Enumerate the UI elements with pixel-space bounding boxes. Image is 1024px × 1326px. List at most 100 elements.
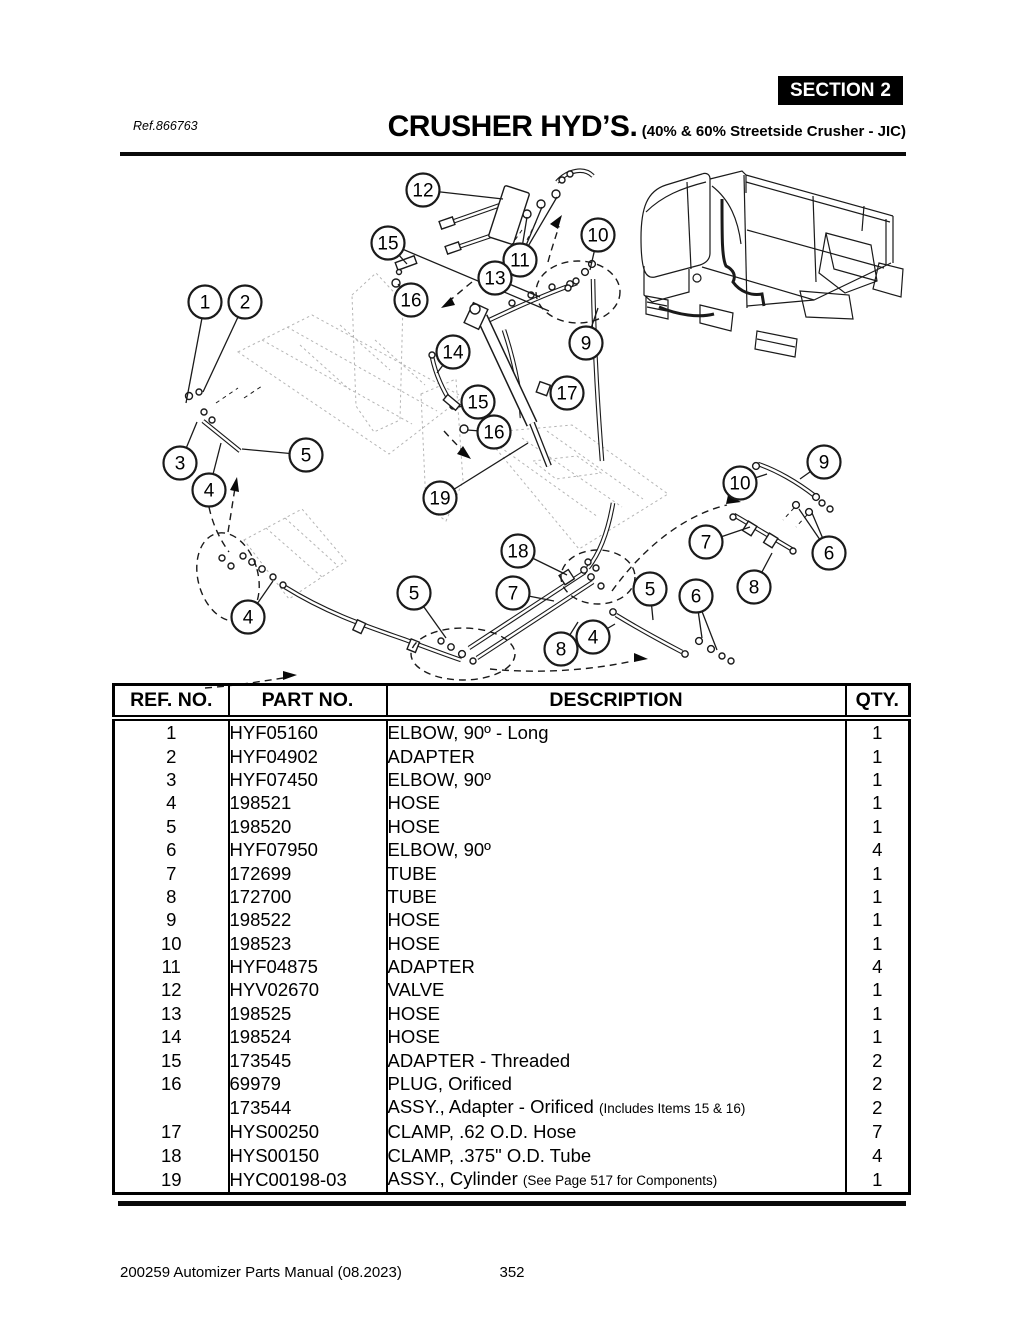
- description-cell: TUBE: [385, 861, 847, 885]
- part-no-cell: HYV02670: [227, 978, 388, 1002]
- svg-text:3: 3: [175, 454, 186, 475]
- svg-text:19: 19: [429, 489, 450, 510]
- callout-4: 4: [230, 580, 274, 635]
- part-no-cell: HYF07950: [227, 837, 388, 862]
- col-header-desc: DESCRIPTION: [385, 684, 847, 721]
- dashed-group-ellipses: [196, 260, 636, 681]
- description-cell: HOSE: [385, 931, 847, 955]
- ref-no-cell: 15: [112, 1048, 230, 1072]
- truck-illustration: [640, 170, 904, 358]
- page-title: CRUSHER HYD’S.: [387, 110, 638, 143]
- ref-no-cell: 8: [112, 884, 230, 909]
- qty-cell: 1: [844, 1025, 911, 1049]
- header-rule: [120, 152, 906, 156]
- callout-16: 16: [393, 282, 429, 318]
- ref-no-cell: 12: [112, 978, 230, 1002]
- callout-13: 13: [477, 260, 541, 298]
- svg-text:1: 1: [200, 293, 211, 314]
- ref-no-cell: 5: [112, 814, 230, 838]
- ref-no-cell: [112, 1095, 230, 1121]
- svg-text:11: 11: [510, 251, 530, 272]
- valve-body: [488, 185, 530, 245]
- description-cell: ELBOW, 90º - Long: [385, 718, 847, 745]
- ref-no-cell: 11: [112, 954, 230, 979]
- part-no-cell: HYC00198-03: [227, 1167, 388, 1194]
- callout-7: 7: [688, 524, 751, 560]
- description-cell: CLAMP, .375" O.D. Tube: [385, 1143, 847, 1168]
- callout-12: 12: [405, 172, 504, 208]
- callout-15: 15: [458, 384, 496, 420]
- qty-cell: 1: [844, 791, 911, 815]
- description-note: (See Page 517 for Components): [522, 1173, 718, 1189]
- part-no-cell: HYS00250: [227, 1120, 388, 1144]
- svg-text:7: 7: [701, 533, 712, 554]
- qty-cell: 4: [844, 837, 911, 862]
- ref-no-cell: 13: [112, 1001, 230, 1026]
- svg-text:9: 9: [581, 334, 592, 355]
- callout-16: 16: [466, 414, 512, 450]
- col-header-part: PART NO.: [227, 684, 388, 721]
- section-number: 2: [880, 79, 891, 101]
- callout-6: 6: [798, 508, 847, 571]
- qty-cell: 2: [844, 1048, 911, 1072]
- footer-manual-info: 200259 Automizer Parts Manual (08.2023): [120, 1264, 402, 1281]
- ref-no-cell: 19: [112, 1167, 230, 1194]
- ref-no-cell: 3: [112, 767, 230, 792]
- ref-no-cell: 6: [112, 837, 230, 862]
- ref-no-cell: 2: [112, 744, 230, 768]
- qty-cell: 1: [844, 767, 911, 792]
- part-no-cell: 198524: [227, 1025, 388, 1049]
- description-cell: HOSE: [385, 1001, 847, 1026]
- callout-5: 5: [241, 437, 324, 473]
- svg-text:16: 16: [483, 423, 504, 444]
- part-no-cell: 173544: [227, 1095, 388, 1121]
- ref-no-cell: 18: [112, 1143, 230, 1168]
- part-no-cell: 69979: [227, 1071, 388, 1096]
- ref-no-cell: 4: [112, 791, 230, 815]
- svg-text:18: 18: [507, 542, 528, 563]
- qty-cell: 2: [844, 1095, 911, 1121]
- part-no-cell: HYS00150: [227, 1143, 388, 1168]
- svg-text:12: 12: [412, 181, 433, 202]
- qty-cell: 1: [844, 884, 911, 909]
- description-cell: HOSE: [385, 791, 847, 815]
- svg-text:16: 16: [400, 291, 421, 312]
- description-note: (Includes Items 15 & 16): [599, 1101, 746, 1117]
- qty-cell: 7: [844, 1120, 911, 1144]
- description-cell: CLAMP, .62 O.D. Hose: [385, 1120, 847, 1144]
- callout-17: 17: [549, 375, 585, 411]
- qty-cell: 1: [844, 861, 911, 885]
- ref-no-cell: 16: [112, 1071, 230, 1096]
- description-cell: ADAPTER: [385, 954, 847, 979]
- callout-10: 10: [580, 217, 616, 271]
- part-no-cell: 172700: [227, 884, 388, 909]
- callout-5: 5: [396, 575, 447, 639]
- callout-9: 9: [568, 307, 604, 361]
- description-cell: VALVE: [385, 978, 847, 1002]
- qty-cell: 4: [844, 954, 911, 979]
- svg-text:8: 8: [749, 578, 760, 599]
- qty-cell: 4: [844, 1143, 911, 1168]
- page-subtitle: (40% & 60% Streetside Crusher - JIC): [641, 123, 906, 140]
- part-no-cell: 198520: [227, 814, 388, 838]
- svg-text:15: 15: [377, 234, 398, 255]
- part-no-cell: HYF07450: [227, 767, 388, 792]
